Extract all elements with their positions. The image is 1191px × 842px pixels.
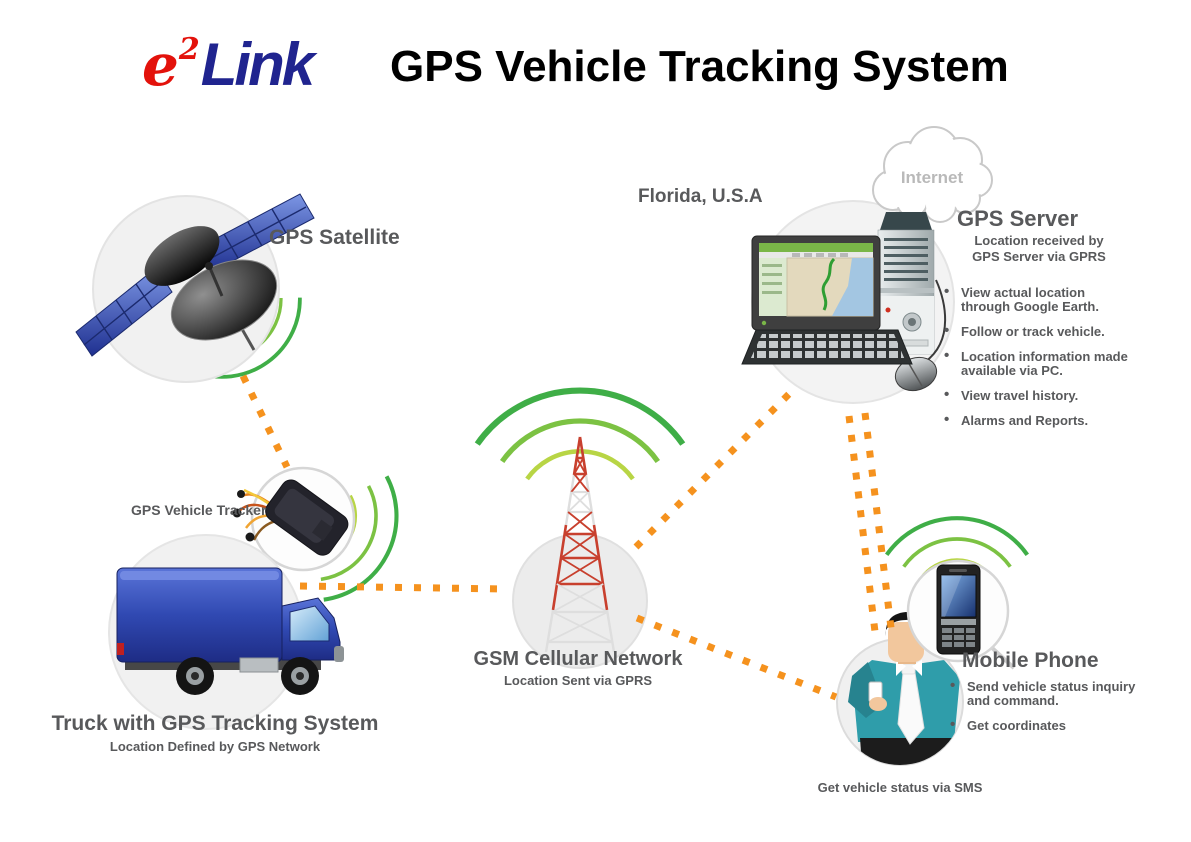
server-subtitle: Location received by GPS Server via GPRS	[950, 233, 1128, 265]
person-icon	[836, 612, 964, 766]
internet-label: Internet	[900, 168, 964, 187]
gps-satellite-icon	[75, 193, 315, 383]
list-item: Follow or track vehicle.	[944, 324, 1136, 339]
logo-e: e	[142, 31, 179, 99]
logo-link-text: Link	[200, 31, 315, 98]
server-subtitle-line1: Location received by	[974, 233, 1104, 248]
signal-waves-icon	[477, 391, 682, 479]
server-bullet-1: Follow or track vehicle.	[961, 324, 1105, 339]
gsm-title: GSM Cellular Network	[473, 648, 683, 670]
tracker-label: GPS Vehicle Tracker	[131, 502, 267, 518]
desktop-computer-icon	[741, 212, 947, 392]
server-bullet-list: View actual location through Google Eart…	[944, 285, 1136, 439]
gps-tracker-icon	[232, 466, 356, 572]
mobile-phone-icon	[906, 559, 1010, 663]
truck-icon	[108, 534, 344, 730]
sms-caption: Get vehicle status via SMS	[817, 780, 983, 795]
list-item: Alarms and Reports.	[944, 413, 1136, 428]
satellite-label: GPS Satellite	[269, 226, 400, 249]
server-title: GPS Server	[957, 206, 1079, 231]
logo: e2Link	[142, 30, 315, 99]
phone-callout-line	[988, 644, 1016, 670]
link-server-to-phone-1	[845, 415, 880, 641]
server-bullet-0: View actual location through Google Eart…	[961, 285, 1099, 314]
gsm-subtitle: Location Sent via GPRS	[503, 673, 653, 688]
internet-cloud-icon	[872, 126, 993, 223]
server-bullet-4: Alarms and Reports.	[961, 413, 1089, 428]
mobile-bullet-list: Send vehicle status inquiry and command.…	[950, 679, 1145, 744]
mobile-title: Mobile Phone	[962, 649, 1099, 672]
server-bullet-3: View travel history.	[961, 388, 1079, 403]
link-server-to-phone-2	[861, 412, 896, 637]
truck-title: Truck with GPS Tracking System	[51, 712, 379, 735]
list-item: Send vehicle status inquiry and command.	[950, 679, 1145, 708]
logo-superscript: 2	[178, 31, 200, 67]
mobile-bullet-1: Get coordinates	[967, 718, 1066, 733]
server-subtitle-line2: GPS Server via GPRS	[972, 249, 1106, 264]
link-satellite-to-tracker	[239, 374, 291, 469]
gsm-tower-icon	[512, 436, 648, 669]
page-title: GPS Vehicle Tracking System	[390, 42, 1009, 91]
list-item: Get coordinates	[950, 718, 1145, 733]
server-bullet-2: Location information made available via …	[961, 349, 1128, 378]
list-item: Location information made available via …	[944, 349, 1136, 378]
region-label: Florida, U.S.A	[638, 186, 763, 207]
link-truck-to-tower	[299, 582, 508, 593]
mobile-bullet-0: Send vehicle status inquiry and command.	[967, 679, 1136, 708]
connector-dashed-lines	[239, 374, 896, 701]
truck-subtitle: Location Defined by GPS Network	[109, 739, 321, 754]
list-item: View travel history.	[944, 388, 1136, 403]
list-item: View actual location through Google Eart…	[944, 285, 1136, 314]
